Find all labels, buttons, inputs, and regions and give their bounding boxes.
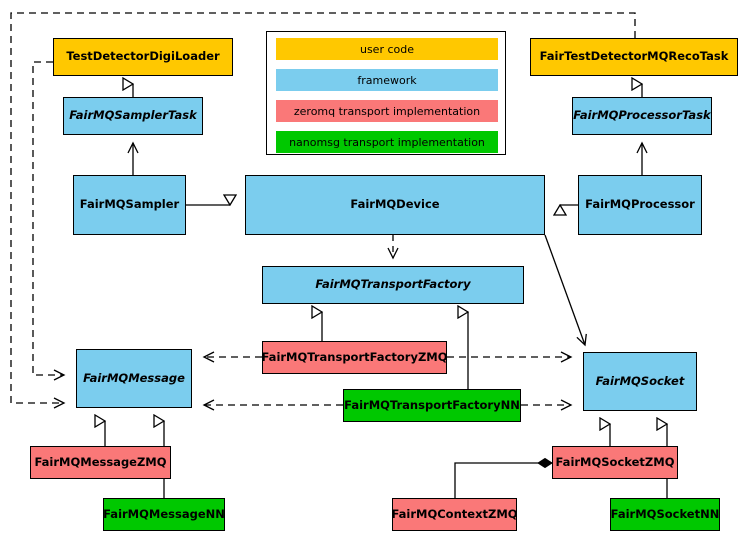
class-node-label: FairMQTransportFactoryZMQ [261,349,448,364]
class-node-label: FairMQMessageZMQ [34,454,167,469]
legend-label: framework [357,73,417,87]
class-node-FairMQTransportFactoryNN[interactable]: FairMQTransportFactoryNN [343,389,521,422]
class-node-FairMQTransportFactory[interactable]: FairMQTransportFactory [262,266,524,304]
class-node-FairMQSocketZMQ[interactable]: FairMQSocketZMQ [552,446,678,479]
legend-item-user-code: user code [276,38,498,60]
class-node-FairMQMessageZMQ[interactable]: FairMQMessageZMQ [30,446,171,479]
class-node-label: FairMQSamplerTask [69,108,197,123]
class-node-label: FairMQDevice [350,197,440,212]
class-node-label: FairMQMessageNN [103,506,225,521]
class-node-label: FairMQProcessorTask [573,108,711,123]
edge-device-to-socket [544,234,587,347]
class-node-FairMQMessageNN[interactable]: FairMQMessageNN [103,498,225,531]
class-node-TestDetectorDigiLoader[interactable]: TestDetectorDigiLoader [53,38,233,76]
class-node-label: FairMQMessage [83,370,185,385]
class-node-label: FairMQSocket [595,373,685,388]
class-node-label: FairMQTransportFactory [315,277,471,292]
edge-contextzmq-to-socketzmq [454,457,553,498]
class-node-FairMQProcessorTask[interactable]: FairMQProcessorTask [572,97,712,135]
class-node-FairMQSamplerTask[interactable]: FairMQSamplerTask [63,97,203,135]
class-node-label: FairMQContextZMQ [391,506,518,521]
legend-box: user code framework zeromq transport imp… [266,31,506,155]
legend-item-framework: framework [276,69,498,91]
class-node-FairTestDetectorMQRecoTask[interactable]: FairTestDetectorMQRecoTask [530,38,738,76]
legend-label: user code [359,42,415,56]
class-node-FairMQSampler[interactable]: FairMQSampler [73,175,186,235]
class-node-label: FairMQProcessor [585,197,695,212]
class-node-FairMQDevice[interactable]: FairMQDevice [245,175,545,235]
edge-digiloader-to-message [32,61,66,381]
class-node-label: FairMQTransportFactoryNN [344,397,520,412]
legend-label: nanomsg transport implementation [289,135,485,149]
class-node-FairMQMessage[interactable]: FairMQMessage [76,349,192,408]
class-node-FairMQProcessor[interactable]: FairMQProcessor [578,175,702,235]
class-node-FairMQSocket[interactable]: FairMQSocket [583,352,697,411]
legend-item-zeromq: zeromq transport implementation [276,100,498,122]
class-node-FairMQContextZMQ[interactable]: FairMQContextZMQ [391,498,518,531]
class-node-label: TestDetectorDigiLoader [66,49,220,64]
class-node-label: FairMQSocketZMQ [555,454,675,469]
class-node-FairMQTransportFactoryZMQ[interactable]: FairMQTransportFactoryZMQ [261,341,448,374]
class-node-FairMQSocketNN[interactable]: FairMQSocketNN [610,498,720,531]
class-node-label: FairMQSampler [79,197,180,212]
legend-label: zeromq transport implementation [293,104,481,118]
class-node-label: FairMQSocketNN [610,506,720,521]
class-node-label: FairTestDetectorMQRecoTask [539,49,729,64]
legend-item-nanomsg: nanomsg transport implementation [276,131,498,153]
